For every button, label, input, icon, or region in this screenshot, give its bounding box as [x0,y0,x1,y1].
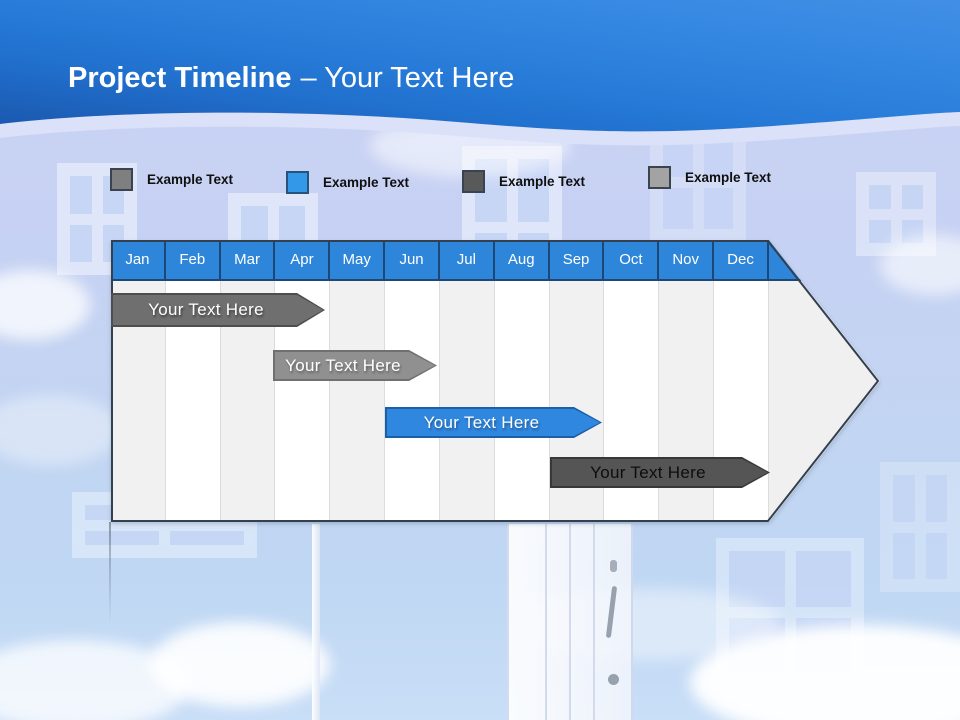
month-cell: Jan [111,240,166,279]
month-cell: Aug [495,240,550,279]
legend-swatch-gray [110,168,133,191]
cloud [0,395,120,465]
page-title: Project Timeline– Your Text Here [68,61,514,96]
month-cell: Feb [166,240,221,279]
task-bar: Your Text Here [385,407,602,438]
legend-item: Example Text [462,170,585,193]
legend-label: Example Text [147,172,234,187]
bg-pole [312,524,320,720]
door-plate [610,560,617,572]
month-cell: Jul [440,240,495,279]
arrow-outline [111,240,880,522]
legend-label: Example Text [323,175,410,190]
timeline-arrow: Jan Feb Mar Apr May Jun Jul Aug Sep Oct … [111,240,880,522]
legend-swatch-blue [286,171,309,194]
cloud [880,235,960,295]
task-bar: Your Text Here [273,350,437,381]
month-cell: Apr [275,240,331,279]
title-main: Project Timeline [68,62,292,94]
task-bar: Your Text Here [550,457,770,488]
month-cell: Nov [659,240,715,279]
month-header-band: Jan Feb Mar Apr May Jun Jul Aug Sep Oct … [111,240,880,281]
legend-label: Example Text [685,170,772,185]
bg-door [507,524,633,720]
title-subtext: – Your Text Here [300,62,515,94]
task-bar-label: Your Text Here [113,295,323,325]
legend-swatch-dark-gray [462,170,485,193]
legend-item: Example Text [110,168,233,191]
task-bar-label: Your Text Here [387,409,600,436]
bg-edge-shadow [109,522,111,624]
task-bar-label: Your Text Here [552,459,768,486]
legend-swatch-light-gray [648,166,671,189]
cloud [150,622,330,707]
door-knob [608,674,619,685]
month-cell: Sep [550,240,605,279]
month-cell: Mar [221,240,276,279]
bg-window-reflection [880,462,960,592]
task-bar: Your Text Here [111,293,325,327]
legend-item: Example Text [286,171,409,194]
cloud [0,270,90,340]
month-cell: Jun [385,240,440,279]
legend-label: Example Text [499,174,586,189]
header-wave [0,0,960,146]
task-bar-label: Your Text Here [275,352,435,379]
month-cell: Dec [714,240,769,279]
door-handle [605,585,618,639]
month-cell: Oct [604,240,660,279]
month-cell: May [330,240,386,279]
legend-item: Example Text [648,166,771,189]
